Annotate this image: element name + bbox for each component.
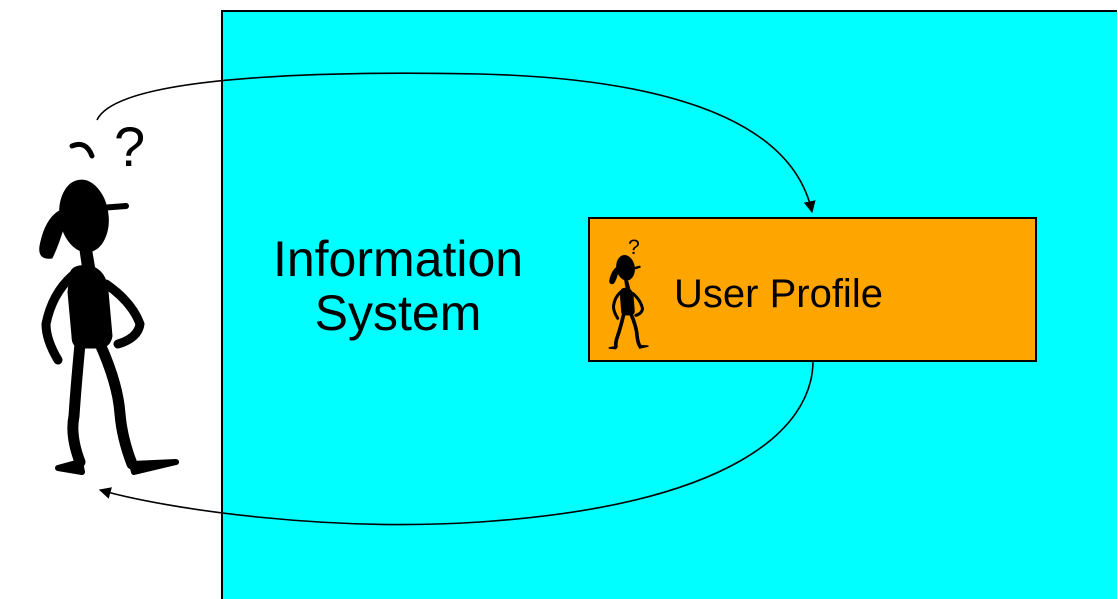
user-profile-box: ? User Profile xyxy=(588,217,1037,362)
question-mark-text: ? xyxy=(114,115,145,178)
thinking-person-icon: ? xyxy=(39,115,179,475)
user-profile-label: User Profile xyxy=(674,272,883,316)
information-system-label-line2: System xyxy=(314,285,482,341)
information-system-label: Information System xyxy=(222,232,574,340)
question-mark-text: ? xyxy=(628,236,640,259)
information-system-label-line1: Information xyxy=(272,231,524,287)
thinking-person-icon: ? xyxy=(608,236,649,350)
